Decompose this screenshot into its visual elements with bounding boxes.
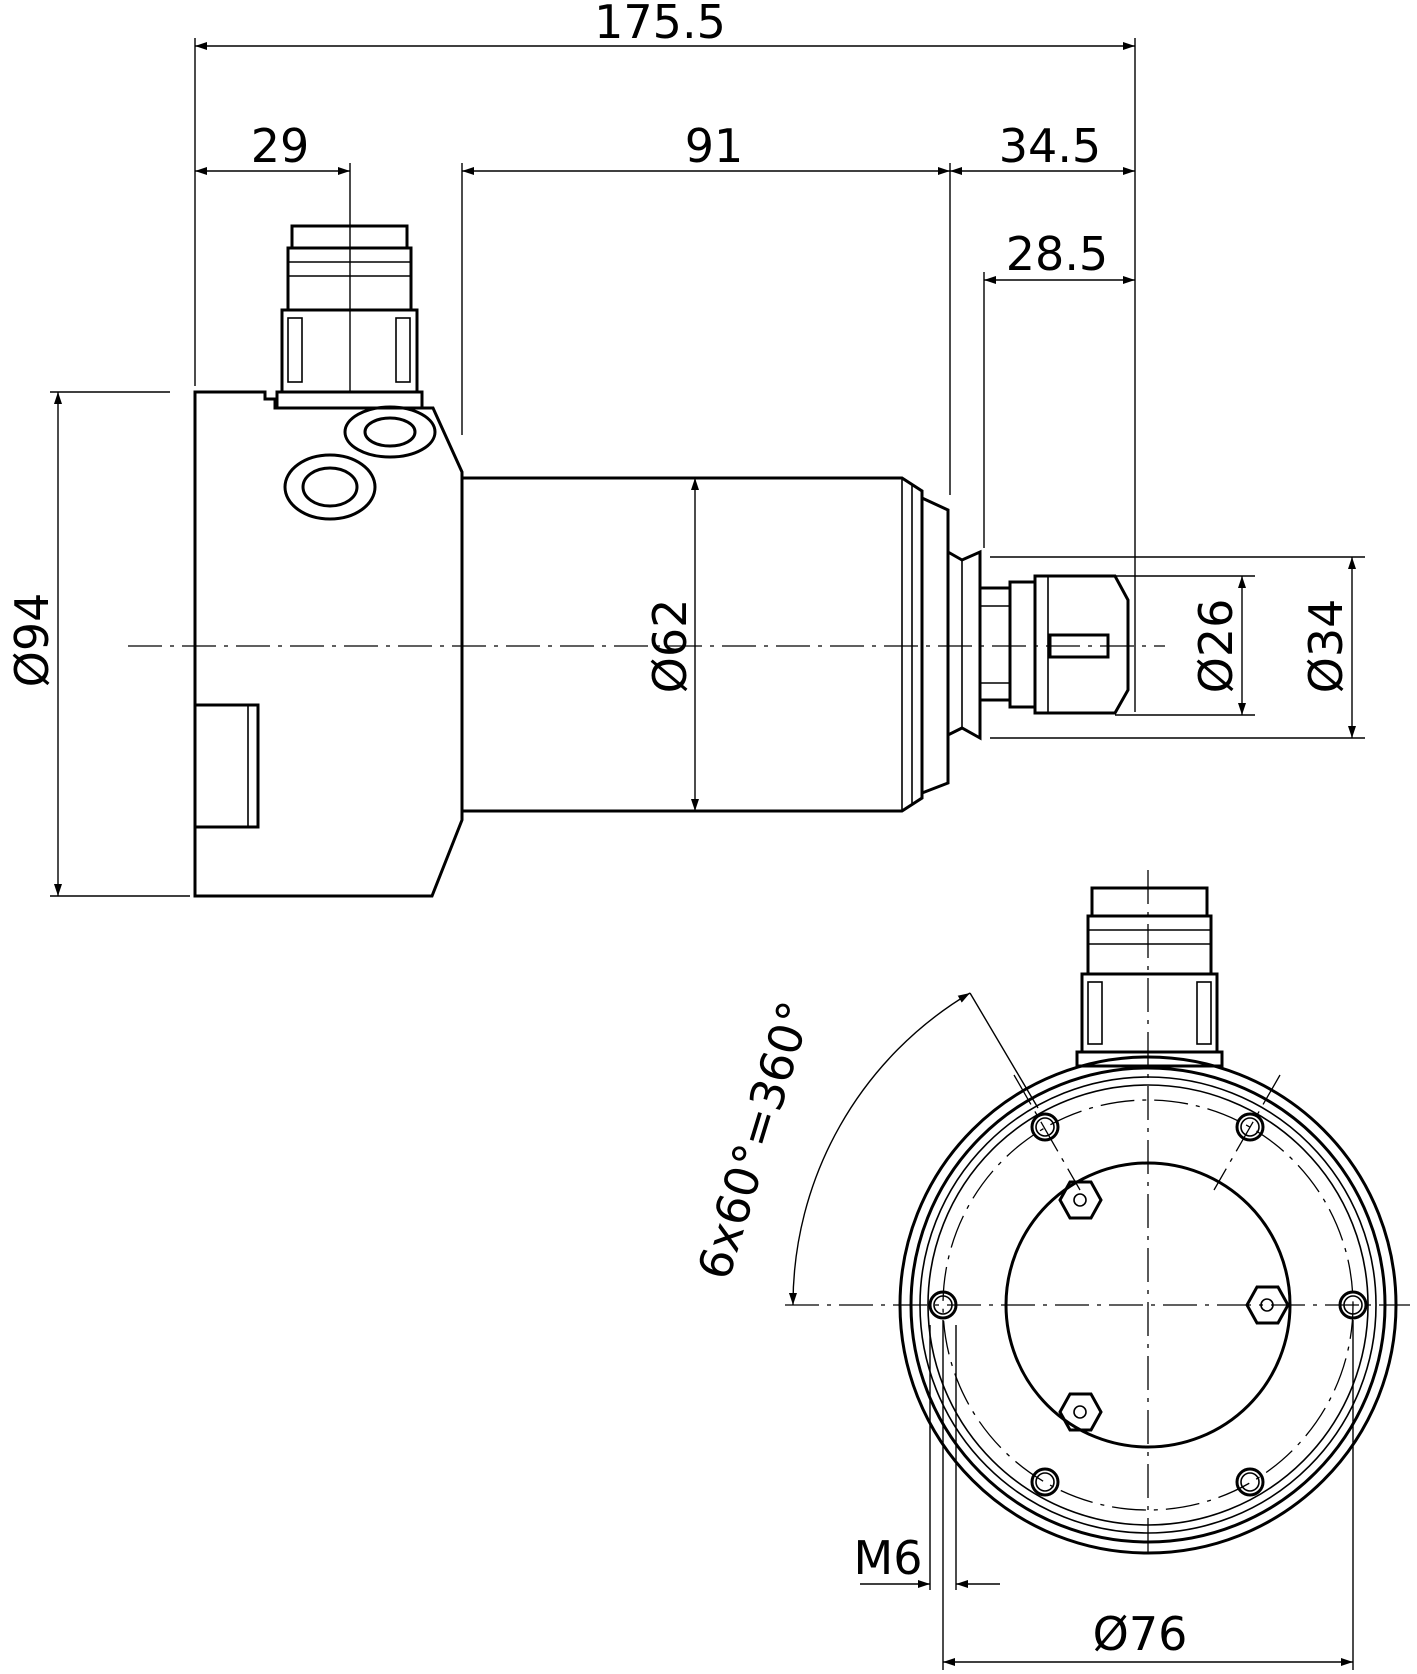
hex-fitting bbox=[1058, 1392, 1103, 1432]
dim-overall-length: 175.5 bbox=[594, 0, 726, 49]
dim-nut-diameter: Ø26 bbox=[1189, 599, 1243, 694]
dim-bolt-circle: Ø76 bbox=[1093, 1607, 1188, 1661]
dim-flange-length: 29 bbox=[251, 119, 310, 173]
clamping-nut bbox=[1008, 574, 1130, 715]
motor-body bbox=[462, 476, 924, 813]
dim-flange-diameter: Ø94 bbox=[5, 593, 59, 688]
front-dimensions: 6x60°=360° M6 Ø76 bbox=[687, 992, 1354, 1670]
port-upper bbox=[343, 405, 437, 459]
front-view bbox=[785, 870, 1410, 1560]
mounting-hole bbox=[1030, 1467, 1060, 1497]
connector-front bbox=[1075, 886, 1224, 1068]
dim-shaft-length: 34.5 bbox=[999, 119, 1101, 173]
side-view bbox=[128, 224, 1165, 898]
dim-body-length: 91 bbox=[685, 119, 744, 173]
shaft bbox=[978, 586, 1012, 702]
dim-thread: M6 bbox=[854, 1531, 923, 1585]
side-dimensions: 175.5 29 91 34.5 28.5 Ø94 Ø62 Ø26 Ø34 bbox=[5, 0, 1365, 897]
hex-fitting bbox=[1058, 1180, 1103, 1220]
collar bbox=[946, 549, 982, 741]
dim-angle-spec: 6x60°=360° bbox=[687, 995, 823, 1286]
mounting-hole bbox=[1030, 1112, 1060, 1142]
mounting-hole bbox=[1235, 1467, 1265, 1497]
dim-nut-length: 28.5 bbox=[1006, 227, 1108, 281]
dim-collar-diameter: Ø34 bbox=[1299, 599, 1353, 694]
dim-body-diameter: Ø62 bbox=[643, 599, 697, 694]
mounting-hole bbox=[1235, 1112, 1265, 1142]
port-lower bbox=[283, 453, 377, 521]
flange-housing bbox=[193, 390, 464, 898]
keyway-slot bbox=[195, 703, 260, 829]
